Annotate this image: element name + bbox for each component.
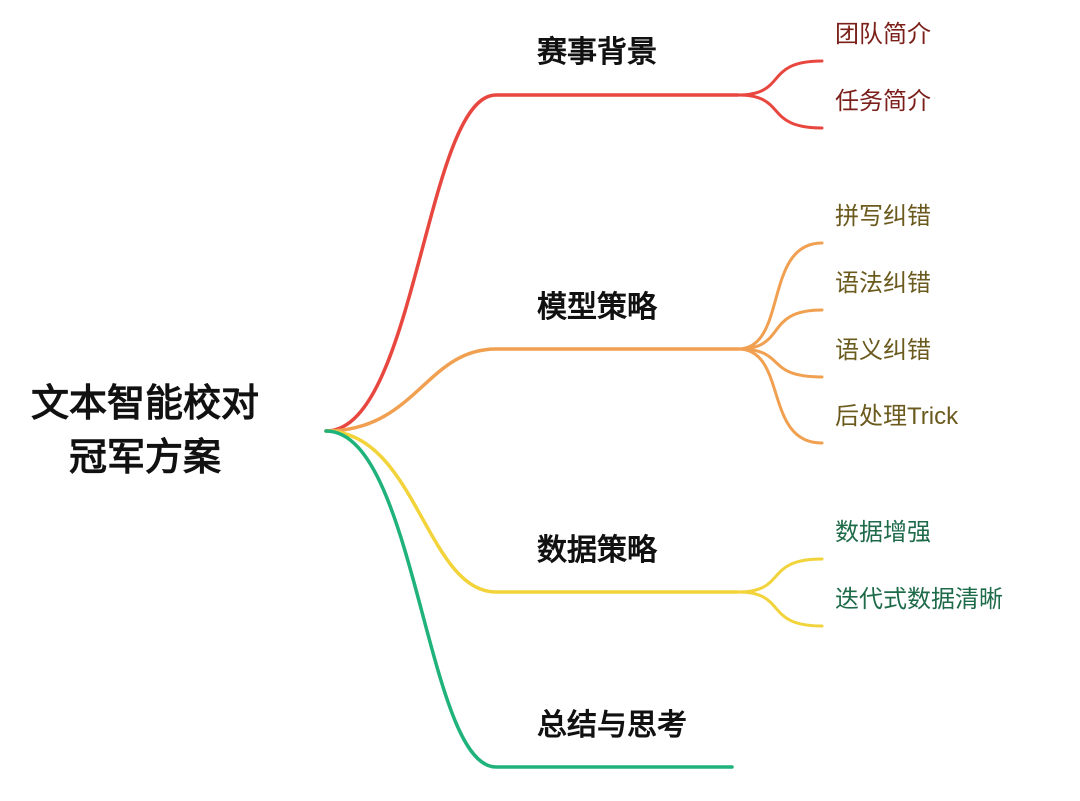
leaf-connector bbox=[736, 241, 824, 351]
leaf-node: 语义纠错 bbox=[835, 337, 931, 364]
leaf-connector bbox=[736, 590, 824, 628]
root-node-line: 文本智能校对 bbox=[30, 383, 259, 425]
branch-node: 模型策略 bbox=[537, 291, 657, 324]
root-node-line: 冠军方案 bbox=[68, 437, 221, 479]
leaf-node: 语法纠错 bbox=[835, 270, 931, 297]
leaf-connector bbox=[736, 347, 824, 445]
leaf-node: 后处理Trick bbox=[835, 403, 959, 430]
leaf-node: 拼写纠错 bbox=[835, 203, 931, 230]
branch-connector bbox=[324, 429, 734, 769]
branch-connector bbox=[324, 347, 740, 433]
leaf-node: 团队简介 bbox=[835, 21, 931, 48]
root-node: 文本智能校对 冠军方案 bbox=[0, 377, 290, 485]
leaf-connector bbox=[736, 557, 824, 594]
leaf-node: 数据增强 bbox=[835, 519, 931, 546]
leaf-connector bbox=[736, 59, 824, 97]
branch-node: 总结与思考 bbox=[537, 709, 687, 742]
leaf-node: 迭代式数据清晰 bbox=[835, 586, 1003, 613]
branch-connector bbox=[324, 429, 740, 594]
leaf-node: 任务简介 bbox=[835, 88, 931, 115]
branch-node: 赛事背景 bbox=[537, 36, 657, 69]
leaf-connector bbox=[736, 347, 824, 379]
branch-node: 数据策略 bbox=[537, 534, 657, 567]
leaf-connector bbox=[736, 308, 824, 351]
leaf-connector bbox=[736, 93, 824, 130]
branch-connector bbox=[324, 93, 740, 433]
